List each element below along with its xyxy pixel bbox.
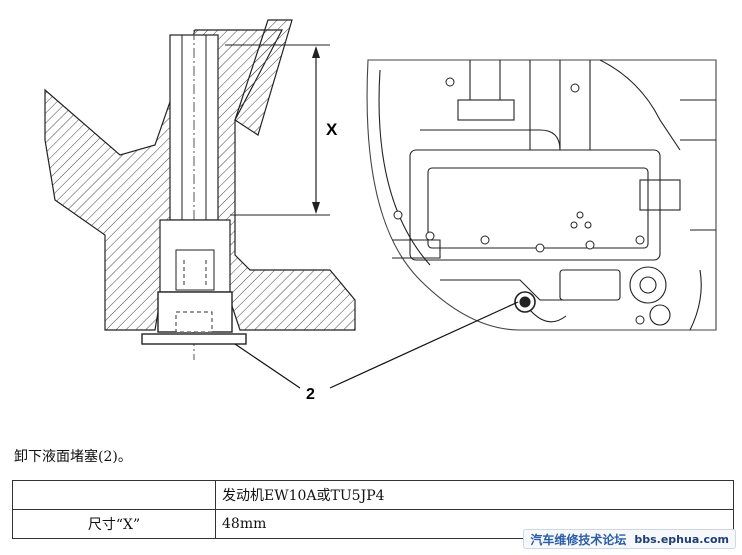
caption: 卸下液面堵塞(2)。	[14, 449, 132, 465]
callout-label: 2	[306, 386, 315, 403]
table-header-cell	[12, 480, 216, 510]
table-cell: 48mm	[215, 509, 734, 539]
technical-figure: X 2	[44, 19, 717, 403]
cross-section-drawing	[44, 19, 356, 360]
watermark: 汽车维修技术论坛 bbs.ephua.com	[523, 529, 736, 549]
table-row: 尺寸“X” 48mm	[12, 509, 734, 539]
table-header-cell: 发动机EW10A或TU5JP4	[215, 480, 734, 510]
dimension-label: X	[326, 120, 338, 139]
spec-table: 发动机EW10A或TU5JP4 尺寸“X” 48mm	[12, 480, 734, 539]
watermark-title: 汽车维修技术论坛	[530, 532, 627, 547]
engine-illustration	[366, 59, 717, 331]
engine-bolts	[393, 77, 645, 325]
table-cell: 尺寸“X”	[12, 509, 216, 539]
callout-leaders	[234, 301, 519, 389]
table-header-row: 发动机EW10A或TU5JP4	[12, 480, 734, 510]
watermark-url: bbs.ephua.com	[634, 532, 729, 546]
